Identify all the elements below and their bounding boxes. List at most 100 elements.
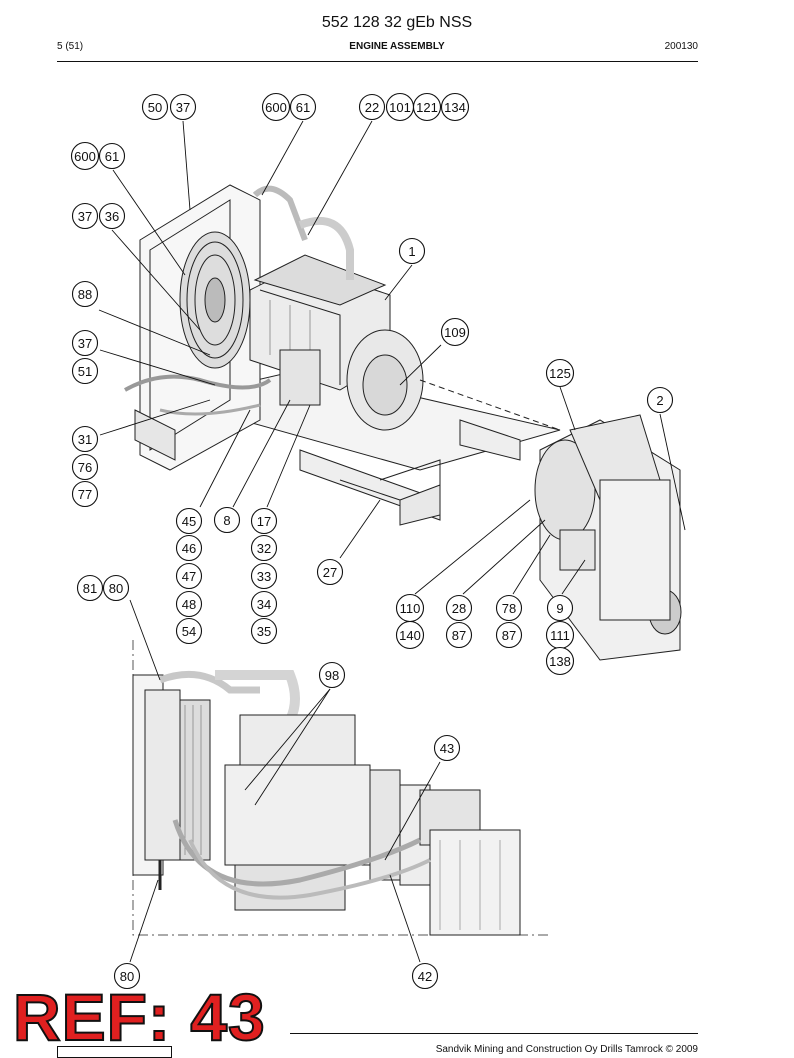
callout-600: 600	[70, 141, 100, 171]
callout-label: 33	[257, 569, 271, 584]
callout-87: 87	[495, 621, 523, 649]
callout-47: 47	[175, 562, 203, 590]
callout-label: 36	[105, 209, 119, 224]
callout-87: 87	[445, 621, 473, 649]
logo-bar	[57, 1046, 172, 1058]
callout-label: 109	[444, 325, 466, 340]
callout-label: 37	[78, 336, 92, 351]
callout-label: 47	[182, 569, 196, 584]
callout-label: 37	[176, 100, 190, 115]
callout-28: 28	[445, 594, 473, 622]
callout-81: 81	[76, 574, 104, 602]
callout-label: 80	[120, 969, 134, 984]
callout-label: 1	[408, 244, 415, 259]
callout-101: 101	[385, 92, 415, 122]
upper-engine-illustration	[124, 184, 682, 661]
callout-label: 600	[74, 149, 96, 164]
callout-label: 81	[83, 581, 97, 596]
callout-17: 17	[250, 507, 278, 535]
callout-label: 46	[182, 541, 196, 556]
header-rule	[57, 61, 698, 62]
page-number: 5 (51)	[57, 41, 84, 52]
callout-80: 80	[113, 962, 141, 990]
callout-label: 50	[148, 100, 162, 115]
callout-50: 50	[141, 93, 169, 121]
callout-34: 34	[250, 590, 278, 618]
callout-label: 88	[78, 287, 92, 302]
callout-1: 1	[398, 237, 426, 265]
callout-35: 35	[250, 617, 278, 645]
callout-134: 134	[440, 92, 470, 122]
callout-80: 80	[102, 574, 130, 602]
callout-label: 22	[365, 100, 379, 115]
callout-8: 8	[213, 506, 241, 534]
callout-label: 78	[502, 601, 516, 616]
reference-stamp: REF: 43	[12, 980, 266, 1054]
callout-label: 134	[444, 100, 466, 115]
callout-label: 9	[556, 601, 563, 616]
footer-rule	[290, 1033, 698, 1034]
callout-78: 78	[495, 594, 523, 622]
callout-51: 51	[71, 357, 99, 385]
callout-37: 37	[71, 329, 99, 357]
callout-label: 76	[78, 460, 92, 475]
callout-600: 600	[261, 92, 291, 122]
callout-label: 2	[656, 393, 663, 408]
callout-76: 76	[71, 453, 99, 481]
callout-33: 33	[250, 562, 278, 590]
callout-77: 77	[71, 480, 99, 508]
callout-36: 36	[98, 202, 126, 230]
callout-label: 45	[182, 514, 196, 529]
callout-label: 110	[400, 601, 421, 616]
callout-32: 32	[250, 534, 278, 562]
callout-label: 138	[549, 654, 571, 669]
callout-label: 8	[223, 513, 230, 528]
footer-copyright: Sandvik Mining and Construction Oy Drill…	[435, 1044, 698, 1055]
callout-label: 87	[502, 628, 516, 643]
callout-label: 54	[182, 624, 196, 639]
callout-22: 22	[358, 93, 386, 121]
callout-label: 31	[78, 432, 92, 447]
callout-label: 37	[78, 209, 92, 224]
callout-46: 46	[175, 534, 203, 562]
callout-label: 61	[105, 149, 119, 164]
callout-label: 43	[440, 741, 454, 756]
callout-label: 125	[549, 366, 571, 381]
callout-9: 9	[546, 594, 574, 622]
callout-121: 121	[412, 92, 442, 122]
callout-label: 80	[109, 581, 123, 596]
callout-27: 27	[316, 558, 344, 586]
callout-label: 111	[550, 628, 570, 643]
callout-138: 138	[545, 646, 575, 676]
callout-37: 37	[169, 93, 197, 121]
callout-61: 61	[98, 142, 126, 170]
callout-label: 32	[257, 541, 271, 556]
callout-37: 37	[71, 202, 99, 230]
callout-125: 125	[545, 358, 575, 388]
callout-label: 121	[416, 100, 438, 115]
callout-label: 51	[78, 364, 92, 379]
callout-label: 34	[257, 597, 271, 612]
callout-label: 98	[325, 668, 339, 683]
callout-42: 42	[411, 962, 439, 990]
callout-43: 43	[433, 734, 461, 762]
callout-54: 54	[175, 617, 203, 645]
document-date: 200130	[664, 41, 698, 52]
callout-88: 88	[71, 280, 99, 308]
callout-2: 2	[646, 386, 674, 414]
leader-lines	[98, 120, 686, 963]
callout-label: 101	[389, 100, 411, 115]
callout-31: 31	[71, 425, 99, 453]
document-title: 552 128 32 gEb NSS	[321, 14, 473, 31]
callout-label: 17	[257, 514, 271, 529]
callout-label: 42	[418, 969, 432, 984]
callout-48: 48	[175, 590, 203, 618]
callout-label: 35	[257, 624, 271, 639]
callout-111: 111	[545, 620, 575, 650]
callout-98: 98	[318, 661, 346, 689]
callout-label: 140	[399, 628, 421, 643]
callout-109: 109	[440, 317, 470, 347]
callout-label: 28	[452, 601, 466, 616]
